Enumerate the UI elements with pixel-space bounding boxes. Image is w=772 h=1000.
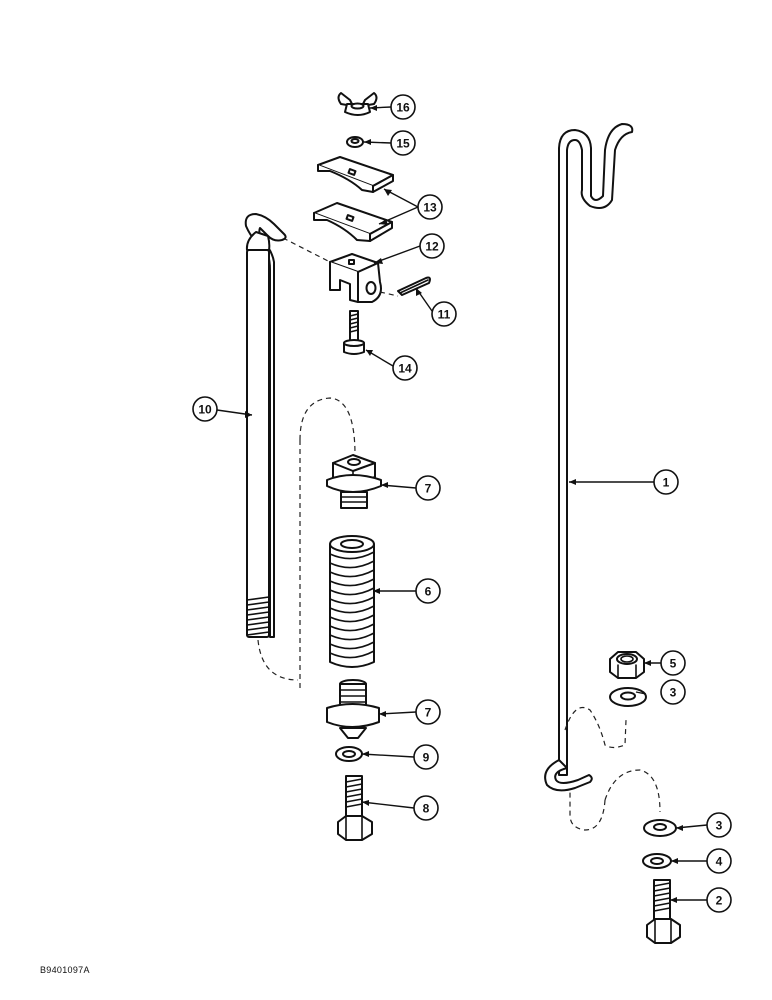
callout-10: 10 <box>192 396 218 422</box>
assembly-line-right-upper <box>564 706 627 749</box>
bolt-small <box>343 310 365 355</box>
assembly-line-upper <box>282 237 331 263</box>
callout-12: 12 <box>419 233 445 259</box>
drawing-reference: B9401097A <box>40 965 90 975</box>
clamp-plate-upper <box>317 156 394 193</box>
callout-3-upper-label: 3 <box>670 686 677 700</box>
callout-16-label: 16 <box>396 101 410 115</box>
assembly-line-bottom-curve <box>257 639 299 681</box>
assembly-line-pin <box>379 291 399 297</box>
callout-1: 1 <box>653 469 679 495</box>
callout-11: 11 <box>431 301 457 327</box>
callout-12-label: 12 <box>425 240 439 254</box>
callout-3-lower-label: 3 <box>716 819 723 833</box>
callout-14: 14 <box>392 355 418 381</box>
hex-nut <box>609 651 645 679</box>
callout-9-label: 9 <box>423 751 430 765</box>
lock-washer-top <box>346 136 364 148</box>
callout-8-label: 8 <box>423 802 430 816</box>
callout-13: 13 <box>417 194 443 220</box>
hex-bolt-lower <box>646 879 681 944</box>
callout-2-label: 2 <box>716 894 723 908</box>
callout-16: 16 <box>390 94 416 120</box>
callout-11-label: 11 <box>438 308 451 322</box>
j-rod <box>244 213 287 638</box>
callout-1-label: 1 <box>663 476 670 490</box>
wing-nut <box>337 92 378 116</box>
spring-seat-upper <box>326 454 382 509</box>
callout-5: 5 <box>660 650 686 676</box>
cotter-pin <box>397 276 431 296</box>
callout-6-label: 6 <box>425 585 432 599</box>
flat-washer-upper <box>609 687 647 707</box>
callout-10-label: 10 <box>198 403 212 417</box>
callout-7-lower-label: 7 <box>425 706 432 720</box>
assembly-line-right-mid <box>604 769 661 813</box>
callout-13-label: 13 <box>423 201 437 215</box>
leader-lines <box>216 106 708 901</box>
callout-4: 4 <box>706 848 732 874</box>
callout-15-label: 15 <box>396 137 410 151</box>
callout-6: 6 <box>415 578 441 604</box>
callout-14-label: 14 <box>398 362 412 376</box>
assembly-line-top-curve <box>299 397 356 456</box>
clamp-plate-lower <box>313 202 393 242</box>
spring <box>329 535 375 668</box>
callout-7-lower: 7 <box>415 699 441 725</box>
hex-bolt-mid <box>337 775 373 841</box>
callout-9: 9 <box>413 744 439 770</box>
callout-5-label: 5 <box>670 657 677 671</box>
bracket <box>329 253 382 303</box>
lock-washer-mid <box>335 746 363 762</box>
assembly-line-right-lower <box>569 790 606 831</box>
spring-seat-lower <box>326 679 380 739</box>
callout-7-upper: 7 <box>415 475 441 501</box>
hook-rod <box>544 123 634 792</box>
callout-3-lower: 3 <box>706 812 732 838</box>
callout-3-upper: 3 <box>660 679 686 705</box>
callout-8: 8 <box>413 795 439 821</box>
callout-7-upper-label: 7 <box>425 482 432 496</box>
lock-washer-lower <box>642 853 672 869</box>
flat-washer-lower <box>643 819 677 837</box>
leader-arrowheads <box>245 105 683 903</box>
callout-4-label: 4 <box>716 855 723 869</box>
callout-2: 2 <box>706 887 732 913</box>
callout-15: 15 <box>390 130 416 156</box>
